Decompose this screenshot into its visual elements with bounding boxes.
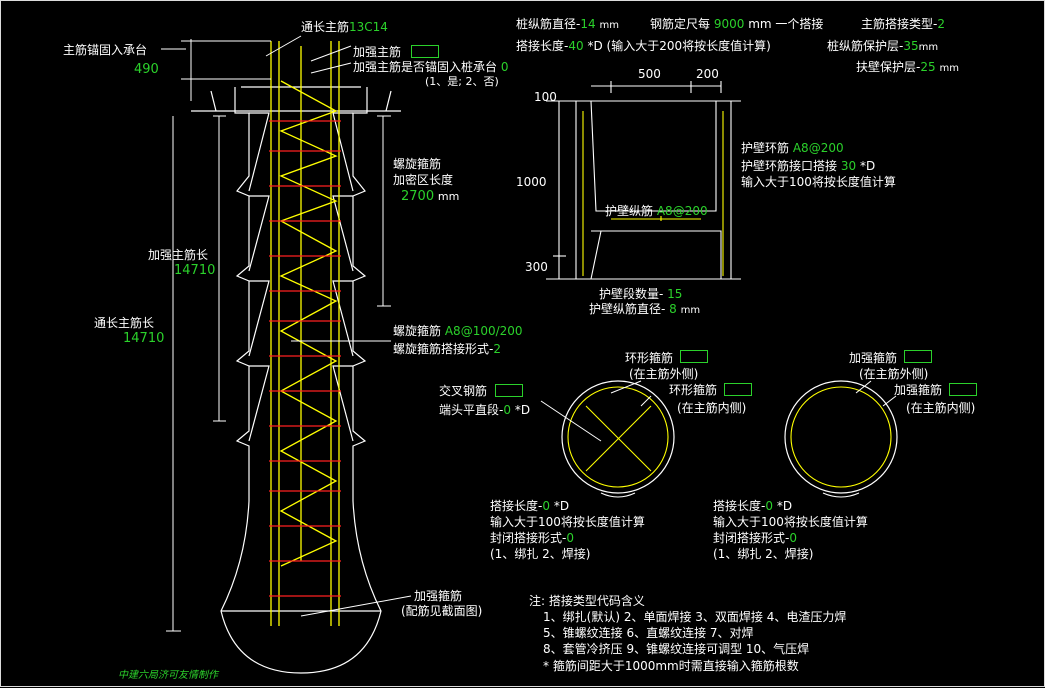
notes-line-4: * 箍筋间距大于1000mm时需直接输入箍筋根数 xyxy=(543,659,799,673)
reinforce-main-input[interactable] xyxy=(411,45,439,58)
dim-100: 100 xyxy=(534,90,557,104)
reinforce-len-label: 加强主筋长 xyxy=(148,248,209,262)
left-outer-ring-hint: (在主筋外侧) xyxy=(629,367,699,381)
fixed-len-param: 钢筋定尺每 9000 mm 一个搭接 xyxy=(650,17,824,31)
cross-input[interactable] xyxy=(495,384,523,397)
spiral-label: 螺旋箍筋 A8@100/200 xyxy=(393,324,523,338)
seg-count-param: 护壁段数量- 15 xyxy=(599,287,683,301)
end-straight-param: 端头平直段-0 *D xyxy=(439,403,531,417)
notes-line-1: 1、绑扎(默认) 2、单面焊接 3、双面焊接 4、电渣压力焊 xyxy=(543,610,847,624)
lap-type-param: 主筋搭接类型-2 xyxy=(861,17,945,31)
reinforce-main-label: 加强主筋 xyxy=(353,45,402,59)
left-inner-ring-label: 环形箍筋 xyxy=(669,383,718,397)
dim-1000: 1000 xyxy=(516,175,547,189)
left-lap-hint: 输入大于100将按长度值计算 xyxy=(490,515,645,529)
cross-label: 交叉钢筋 xyxy=(439,384,488,398)
dim-300: 300 xyxy=(525,260,548,274)
stirrup-label: 加强箍筋 xyxy=(414,589,463,603)
reinforce-anchor-label: 加强主筋是否锚固入桩承台 0 xyxy=(353,60,509,74)
spiral-dense-label-1: 螺旋箍筋 xyxy=(393,157,442,171)
right-closed-hint: (1、绑扎 2、焊接) xyxy=(713,547,814,561)
through-len-label: 通长主筋长 xyxy=(94,316,155,330)
dimension-lines xyxy=(161,35,412,632)
right-inner-ring-input[interactable] xyxy=(949,383,977,396)
right-lap-len-param: 搭接长度-0 *D xyxy=(713,499,793,513)
left-outer-ring-input[interactable] xyxy=(680,350,708,363)
left-inner-ring-input[interactable] xyxy=(724,383,752,396)
left-lap-len-param: 搭接长度-0 *D xyxy=(490,499,570,513)
wall-rebars xyxy=(582,111,724,276)
spiral-lap-label: 螺旋箍筋搭接形式-2 xyxy=(393,342,501,356)
credit-text: 中建六局济可友情制作 xyxy=(118,670,218,681)
right-inner-ring-label: 加强箍筋 xyxy=(894,383,943,397)
right-outer-ring-hint: (在主筋外侧) xyxy=(859,367,929,381)
notes-title: 注: 搭接类型代码含义 xyxy=(529,594,645,608)
section-right-drawing xyxy=(784,380,898,498)
dim-500: 500 xyxy=(638,67,661,81)
dim-200: 200 xyxy=(696,67,719,81)
long-param: 护壁纵筋 A8@200 xyxy=(605,204,708,218)
wall-cover-param: 扶壁保护层-25 mm xyxy=(856,60,959,74)
reinforce-anchor-hint: (1、是; 2、否) xyxy=(425,75,499,88)
right-outer-ring-label: 加强箍筋 xyxy=(849,351,898,365)
long-dia-param: 护壁纵筋直径- 8 mm xyxy=(589,302,701,316)
main-rebar-label: 通长主筋13C14 xyxy=(301,20,388,34)
wall-detail xyxy=(546,81,741,280)
ring-lap-param: 护壁环筋接口搭接 30 *D xyxy=(741,159,876,173)
spiral-dense-value[interactable]: 2700 mm xyxy=(401,189,460,204)
notes-line-3: 8、套管冷挤压 9、锥螺纹连接可调型 10、气压焊 xyxy=(543,642,810,656)
anchor-label: 主筋锚固入承台 xyxy=(63,43,148,57)
notes-line-2: 5、锥螺纹连接 6、直螺纹连接 7、对焊 xyxy=(543,626,754,640)
left-inner-ring-hint: (在主筋内侧) xyxy=(677,401,747,415)
anchor-value[interactable]: 490 xyxy=(134,62,159,77)
right-closed-param: 封闭搭接形式-0 xyxy=(713,531,797,545)
lap-len-param: 搭接长度-40 *D (输入大于200将按长度值计算) xyxy=(516,39,771,53)
right-outer-ring-input[interactable] xyxy=(904,350,932,363)
right-inner-ring-hint: (在主筋内侧) xyxy=(906,401,976,415)
stirrup-marks xyxy=(269,120,341,597)
ring-param: 护壁环筋 A8@200 xyxy=(741,141,844,155)
section-left-drawing xyxy=(540,380,675,498)
left-closed-hint: (1、绑扎 2、焊接) xyxy=(490,547,591,561)
dia-param: 桩纵筋直径-14 mm xyxy=(516,17,619,31)
spiral-dense-label-2: 加密区长度 xyxy=(393,173,454,187)
through-len-value[interactable]: 14710 xyxy=(123,331,165,346)
main-rebars xyxy=(270,41,340,626)
cover-param: 桩纵筋保护层-35mm xyxy=(827,39,939,53)
left-closed-param: 封闭搭接形式-0 xyxy=(490,531,574,545)
stirrup-hint: (配筋见截面图) xyxy=(401,604,483,618)
right-lap-hint: 输入大于100将按长度值计算 xyxy=(713,515,868,529)
left-outer-ring-label: 环形箍筋 xyxy=(625,351,674,365)
pile-outline xyxy=(191,86,401,674)
ring-lap-hint: 输入大于100将按长度值计算 xyxy=(741,175,896,189)
reinforce-len-value[interactable]: 14710 xyxy=(174,263,216,278)
